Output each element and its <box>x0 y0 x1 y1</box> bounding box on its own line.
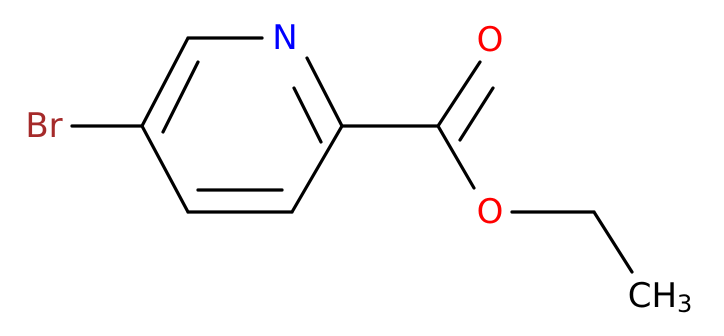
bond-carbonyl-o1 <box>436 60 482 128</box>
bond-ring-c4-c5 <box>140 124 190 214</box>
atom-nitrogen-label: N <box>272 18 297 58</box>
atom-carbonyl-oxygen-label: O <box>477 20 504 60</box>
bond-carbonyl-o1-double <box>458 86 495 142</box>
bond-carbonyl-o2 <box>436 124 476 190</box>
atom-methyl-label: CH3 <box>628 276 693 318</box>
atom-bromine-label: Br <box>25 106 62 146</box>
bond-ring-c5-c6-inner <box>161 60 200 134</box>
bond-ch2-ch3 <box>592 210 634 274</box>
atom-ester-oxygen-label: O <box>477 192 504 232</box>
methyl-subscript: 3 <box>677 290 692 318</box>
bond-ring-n-c2 <box>305 56 344 128</box>
methyl-ch-text: CH <box>628 276 677 316</box>
bond-ring-n-c2-inner <box>292 86 323 144</box>
bonds <box>70 36 634 274</box>
bond-ring-c2-c3 <box>290 124 344 214</box>
bond-ring-c5-c6 <box>140 36 190 128</box>
